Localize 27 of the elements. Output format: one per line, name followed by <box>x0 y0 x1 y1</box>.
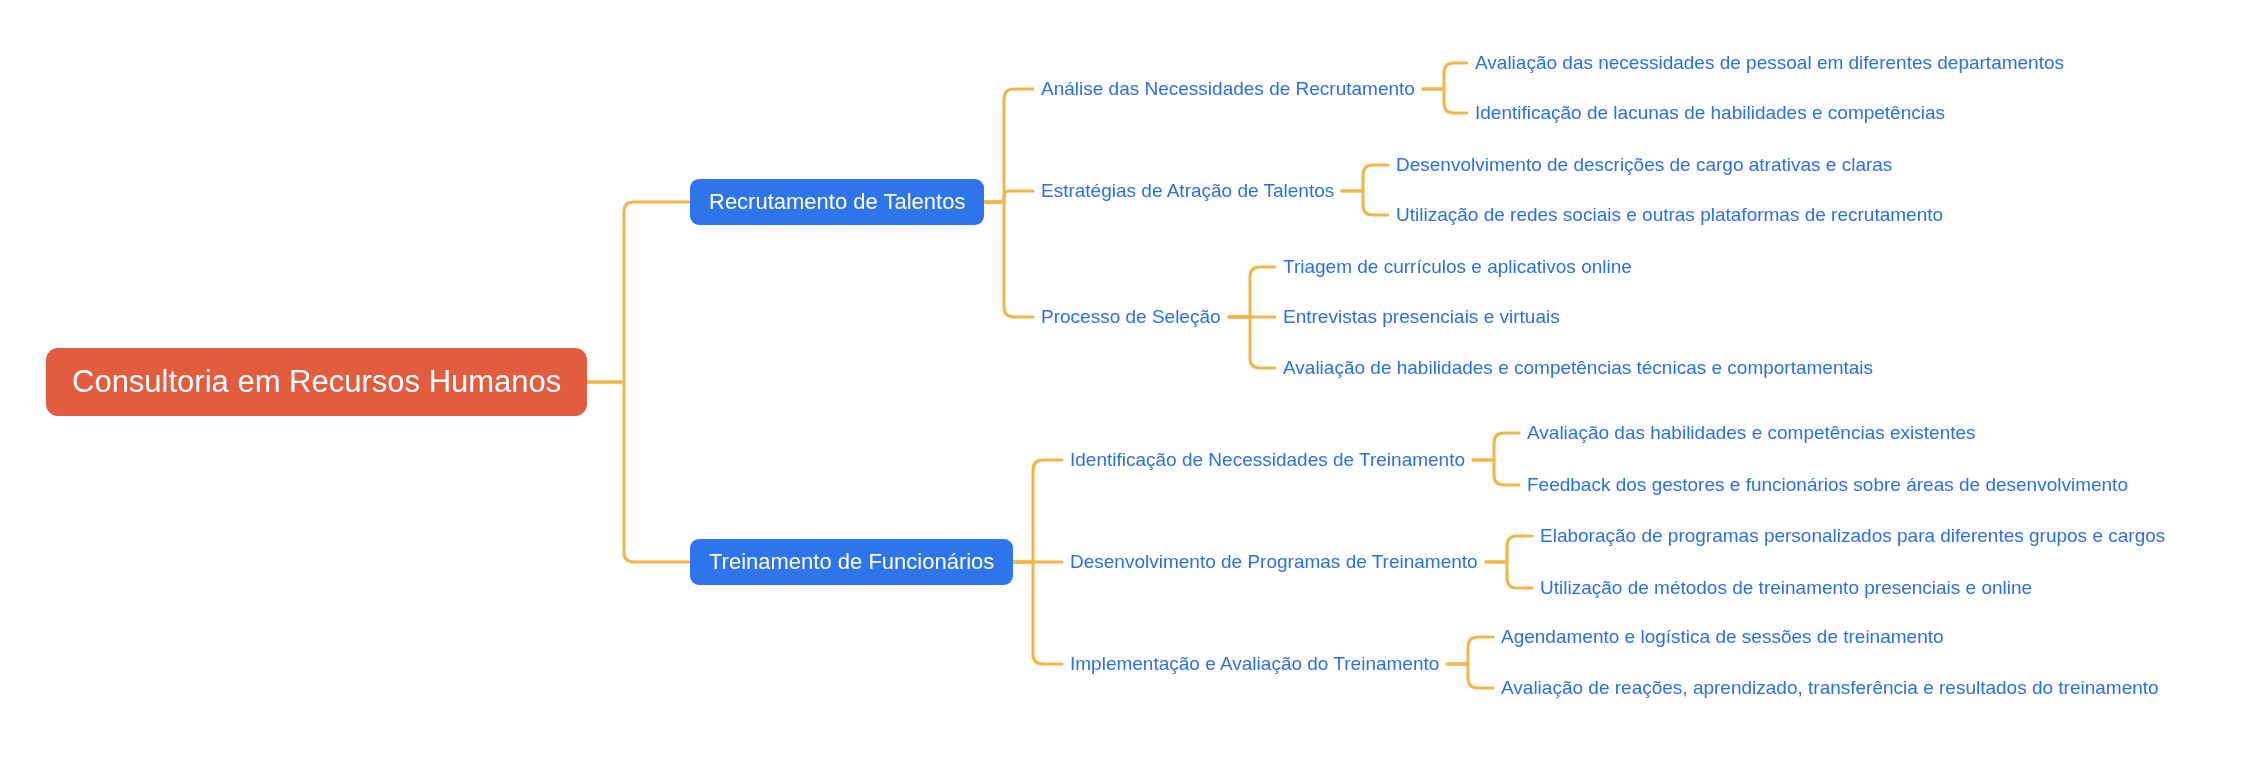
main-topic: Recrutamento de Talentos <box>690 179 985 225</box>
detail-topic: Triagem de currículos e aplicativos online <box>1275 252 1640 282</box>
subtopic: Análise das Necessidades de Recrutamento <box>1033 74 1423 104</box>
subtopic: Desenvolvimento de Programas de Treinamento <box>1062 547 1486 577</box>
detail-topic: Avaliação de reações, aprendizado, transferência e resultados do treinamento <box>1493 673 2167 703</box>
detail-topic: Entrevistas presenciais e virtuais <box>1275 302 1568 332</box>
subtopic: Identificação de Necessidades de Treinamento <box>1062 445 1474 475</box>
connector-line <box>1340 189 1390 217</box>
subtopic: Processo de Seleção <box>1033 302 1229 332</box>
connector-line <box>1484 560 1534 590</box>
subtopic: Implementação e Avaliação do Treinamento <box>1062 649 1448 679</box>
connector-line <box>1471 458 1521 487</box>
main-topic: Treinamento de Funcionários <box>690 539 1014 585</box>
detail-topic: Utilização de redes sociais e outras plataformas de recrutamento <box>1388 200 1952 230</box>
detail-topic: Agendamento e logística de sessões de treinamento <box>1493 622 1952 652</box>
connector-line <box>1445 662 1495 690</box>
detail-topic: Feedback dos gestores e funcionários sobre áreas de desenvolvimento <box>1519 470 2136 500</box>
detail-topic: Elaboração de programas personalizados para diferentes grupos e cargos <box>1532 521 2174 551</box>
detail-topic: Utilização de métodos de treinamento presenciais e online <box>1532 573 2041 603</box>
connector-line <box>1421 87 1469 115</box>
detail-topic: Avaliação das habilidades e competências existentes <box>1519 418 1984 448</box>
detail-topic: Identificação de lacunas de habilidades e competências <box>1467 98 1954 128</box>
detail-topic: Avaliação das necessidades de pessoal em diferentes departamentos <box>1467 48 2073 78</box>
detail-topic: Avaliação de habilidades e competências técnicas e comportamentais <box>1275 353 1882 383</box>
subtopic: Estratégias de Atração de Talentos <box>1033 176 1343 206</box>
central-topic: Consultoria em Recursos Humanos <box>46 348 588 416</box>
detail-topic: Desenvolvimento de descrições de cargo atrativas e claras <box>1388 150 1901 180</box>
